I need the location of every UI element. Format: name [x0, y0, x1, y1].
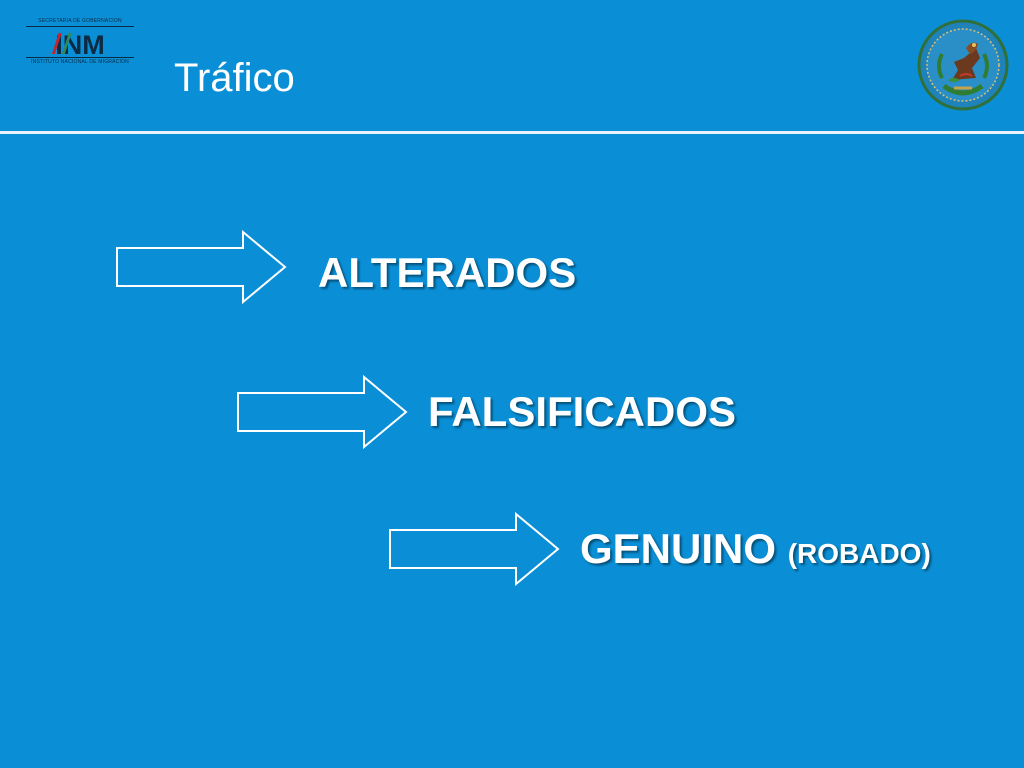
inm-mark-icon: INM: [51, 30, 105, 57]
item-alterados: ALTERADOS: [318, 248, 576, 298]
mexican-coat-of-arms-icon: [917, 19, 1009, 111]
header-divider: [0, 131, 1024, 134]
right-arrow-icon: [389, 512, 560, 586]
slide-title: Tráfico: [174, 56, 295, 100]
right-arrow-icon: [116, 230, 287, 304]
inm-logo: SECRETARÍA DE GOBERNACIÓN INM INSTITUTO …: [26, 16, 134, 68]
item-genuino: GENUINO (ROBADO): [580, 524, 931, 579]
logo-bottom-text: INSTITUTO NACIONAL DE MIGRACIÓN: [31, 59, 129, 65]
right-arrow-icon: [237, 375, 408, 449]
item-label: GENUINO: [580, 525, 777, 572]
item-label: FALSIFICADOS: [428, 388, 737, 435]
logo-red-stroke: [51, 33, 62, 54]
logo-rule-bottom: [26, 57, 134, 58]
logo-top-text: SECRETARÍA DE GOBERNACIÓN: [38, 18, 122, 24]
item-suffix: (ROBADO): [787, 538, 931, 569]
item-falsificados: FALSIFICADOS: [428, 387, 736, 437]
item-label: ALTERADOS: [318, 249, 577, 296]
logo-green-stroke: [61, 33, 72, 54]
logo-rule-top: [26, 26, 134, 27]
